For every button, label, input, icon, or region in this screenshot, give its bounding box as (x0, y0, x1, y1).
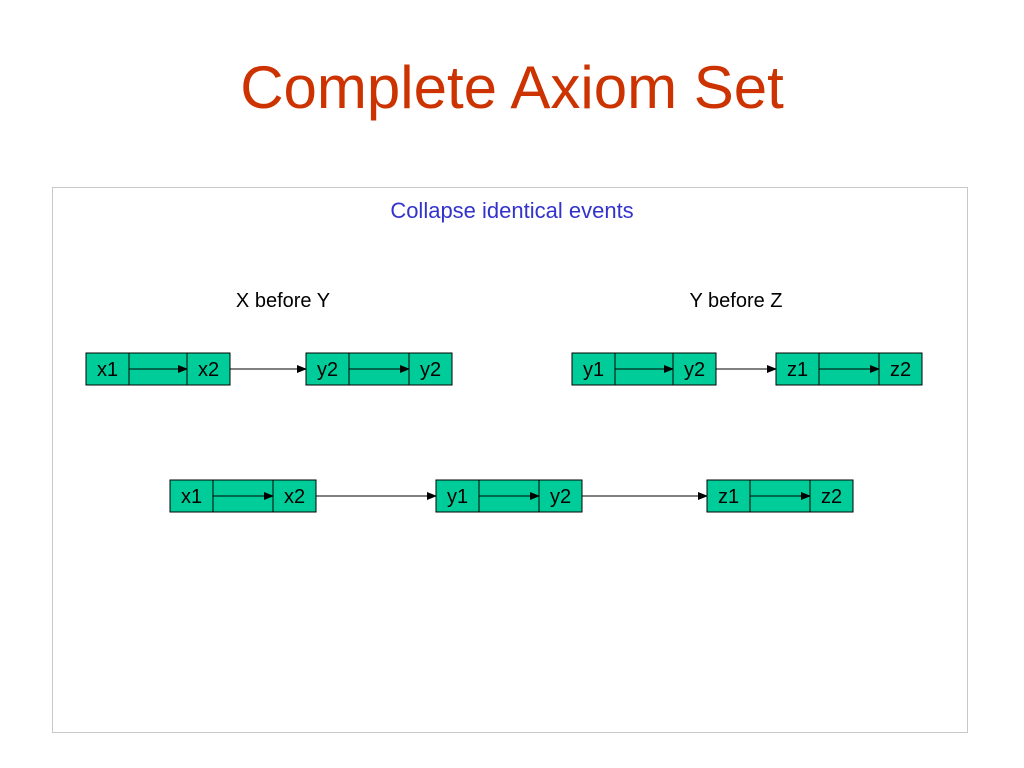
event-node (538, 479, 583, 513)
caption-y-before-z: Y before Z (689, 290, 783, 312)
event-node-label: y2 (550, 486, 571, 508)
event-node-label: x2 (198, 359, 219, 381)
event-node (408, 352, 453, 386)
event-node (878, 352, 923, 386)
event-node-label: y2 (684, 359, 705, 381)
chain-combined: x1 x2 y1 y2 z1 z2 (169, 479, 854, 513)
event-node-label: x1 (181, 486, 202, 508)
event-node (775, 352, 820, 386)
event-node-label: y1 (447, 486, 468, 508)
event-node-label: y2 (420, 359, 441, 381)
event-node-label: z2 (890, 359, 911, 381)
event-node (186, 352, 231, 386)
event-node-label: x2 (284, 486, 305, 508)
event-node (809, 479, 854, 513)
event-node (435, 479, 480, 513)
event-node (272, 479, 317, 513)
event-node-label: x1 (97, 359, 118, 381)
chain-x-before-y: x1 x2 y2 y2 (85, 352, 453, 386)
caption-x-before-y: X before Y (235, 290, 331, 312)
slide-title: Complete Axiom Set (240, 54, 784, 121)
event-node (672, 352, 717, 386)
event-node-label: y2 (317, 359, 338, 381)
event-node-label: z1 (718, 486, 739, 508)
event-node-label: y1 (583, 359, 604, 381)
event-node (571, 352, 616, 386)
event-node (305, 352, 350, 386)
event-node (169, 479, 214, 513)
event-node (85, 352, 130, 386)
content-frame (52, 187, 968, 733)
slide-subtitle: Collapse identical events (390, 198, 634, 223)
chain-y-before-z: y1 y2 z1 z2 (571, 352, 923, 386)
event-node-label: z1 (787, 359, 808, 381)
event-node (706, 479, 751, 513)
event-node-label: z2 (821, 486, 842, 508)
